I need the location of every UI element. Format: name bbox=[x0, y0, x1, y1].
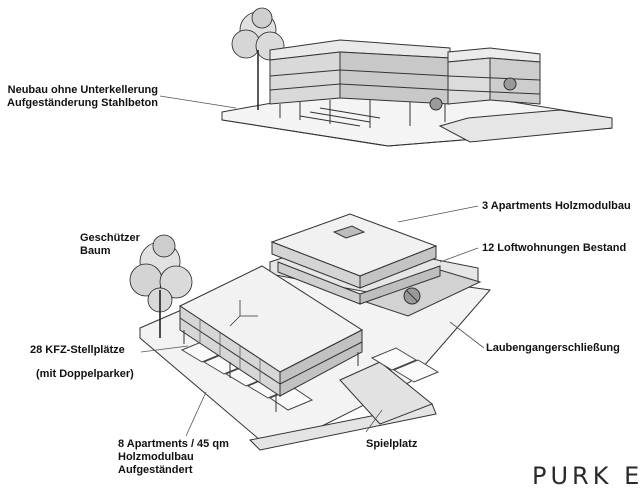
top-tree bbox=[231, 7, 285, 110]
label-holz-apartments: 3 Apartments Holzmodulbau bbox=[482, 200, 631, 212]
leader-lines-bottom bbox=[140, 205, 485, 437]
bottom-tree bbox=[129, 234, 193, 338]
label-parking-note: (mit Doppelparker) bbox=[36, 368, 134, 380]
leader-line-top bbox=[159, 95, 237, 109]
label-top-view: Neubau ohne Unterkellerung Aufgeständeru… bbox=[0, 84, 158, 110]
architecture-drawing bbox=[129, 7, 613, 451]
label-8-apartments: 8 Apartments / 45 qm Holzmodulbau Aufges… bbox=[118, 438, 229, 477]
label-8ap-line3: Aufgeständert bbox=[118, 464, 193, 476]
label-loft-apartments: 12 Loftwohnungen Bestand bbox=[482, 242, 627, 254]
label-gallery-access: Laubengangerschließung bbox=[486, 342, 620, 354]
label-tree-line2: Baum bbox=[80, 245, 111, 257]
top-secondary-building bbox=[429, 47, 541, 111]
bottom-existing-building bbox=[269, 213, 482, 317]
label-playground: Spielplatz bbox=[366, 438, 418, 450]
label-8ap-line2: Holzmodulbau bbox=[118, 451, 194, 463]
top-main-building bbox=[269, 39, 451, 128]
label-tree-line1: Geschützer bbox=[80, 232, 140, 244]
label-parking: 28 KFZ-Stellplätze bbox=[30, 344, 125, 356]
label-top-line1: Neubau ohne Unterkellerung bbox=[7, 84, 158, 96]
brand-logo-partial: PURK E bbox=[532, 462, 640, 490]
label-8ap-line1: 8 Apartments / 45 qm bbox=[118, 438, 229, 450]
label-protected-tree: Geschützer Baum bbox=[80, 232, 140, 258]
label-top-line2: Aufgeständerung Stahlbeton bbox=[7, 97, 158, 109]
bottom-new-building bbox=[178, 265, 364, 412]
